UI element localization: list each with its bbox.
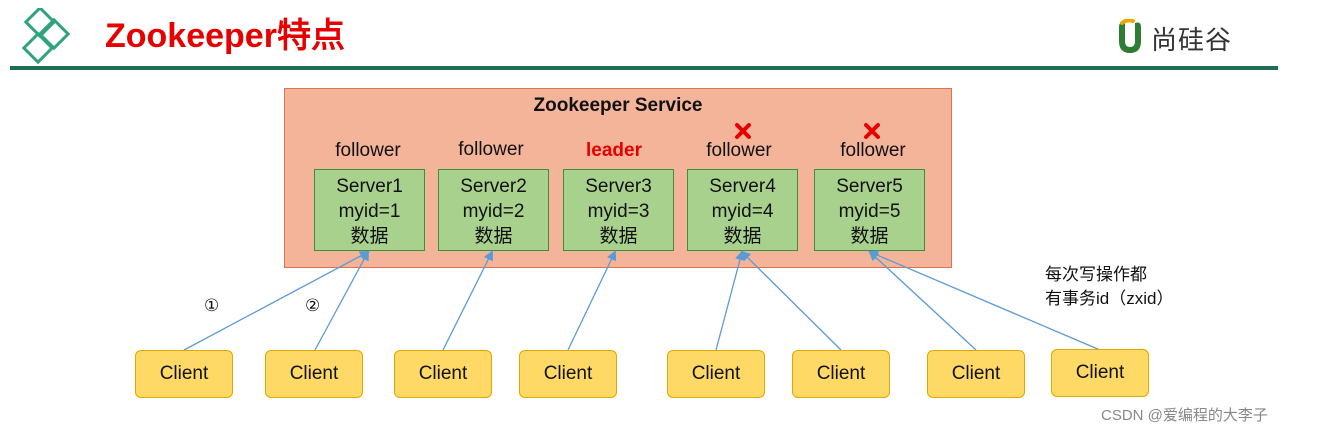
- client-2: Client: [265, 350, 363, 398]
- link-client7-server5: [868, 250, 977, 351]
- server1-data: 数据: [350, 226, 389, 247]
- csdn-watermark: CSDN @爱编程的大李子: [1101, 407, 1268, 424]
- server4-name: Server4: [709, 176, 776, 197]
- section-diamond-icon: [21, 8, 71, 65]
- header-divider: [10, 66, 1278, 70]
- server3-data: 数据: [599, 226, 638, 247]
- server4-failed-icon: [735, 123, 751, 139]
- server5-box: Server5 myid=5 数据: [814, 169, 925, 251]
- link-client4-server3: [567, 250, 617, 351]
- server4-box: Server4 myid=4 数据: [687, 169, 798, 251]
- link-client8-server5: [868, 250, 1101, 351]
- server2-data: 数据: [474, 226, 513, 247]
- server5-myid: myid=5: [838, 201, 901, 222]
- server5-failed-icon: [864, 123, 880, 139]
- page-title: Zookeeper特点: [105, 17, 345, 55]
- server4-role: follower: [706, 140, 772, 161]
- client-5: Client: [667, 350, 765, 398]
- server5-role: follower: [840, 140, 906, 161]
- server3-name: Server3: [585, 176, 652, 197]
- transaction-note: 每次写操作都 有事务id（zxid）: [1045, 263, 1173, 311]
- server2-box: Server2 myid=2 数据: [438, 169, 549, 251]
- brand-logo-icon: [1119, 19, 1141, 53]
- server1-role: follower: [335, 140, 401, 161]
- server1-box: Server1 myid=1 数据: [314, 169, 425, 251]
- brand-logo-text: 尚硅谷: [1151, 24, 1233, 55]
- server2-role: follower: [458, 139, 524, 160]
- client-3: Client: [394, 350, 492, 398]
- transaction-note-line1: 每次写操作都: [1045, 265, 1147, 284]
- service-title: Zookeeper Service: [533, 95, 703, 116]
- link-client5-server4: [715, 250, 745, 351]
- link-client6-server4: [740, 250, 842, 351]
- link-client3-server2: [442, 250, 493, 351]
- server3-myid: myid=3: [587, 201, 650, 222]
- link-client1-server1: [183, 251, 370, 351]
- server3-box: Server3 myid=3 数据: [563, 169, 674, 251]
- server1-name: Server1: [336, 176, 403, 197]
- server3-role: leader: [586, 140, 642, 161]
- server1-myid: myid=1: [338, 201, 401, 222]
- step-1-label: ①: [204, 296, 220, 315]
- client-4: Client: [519, 350, 617, 398]
- client-6: Client: [792, 350, 890, 398]
- server4-myid: myid=4: [711, 201, 774, 222]
- client-1: Client: [135, 350, 233, 398]
- server5-name: Server5: [836, 176, 903, 197]
- transaction-note-line2: 有事务id（zxid）: [1045, 289, 1174, 308]
- client-8: Client: [1051, 349, 1149, 397]
- server4-data: 数据: [723, 226, 762, 247]
- step-2-label: ②: [305, 296, 321, 315]
- link-client2-server1: [314, 250, 369, 351]
- server5-data: 数据: [850, 226, 889, 247]
- client-7: Client: [927, 350, 1025, 398]
- server2-name: Server2: [460, 176, 527, 197]
- brand-logo: 尚硅谷: [1113, 18, 1232, 58]
- server2-myid: myid=2: [462, 201, 525, 222]
